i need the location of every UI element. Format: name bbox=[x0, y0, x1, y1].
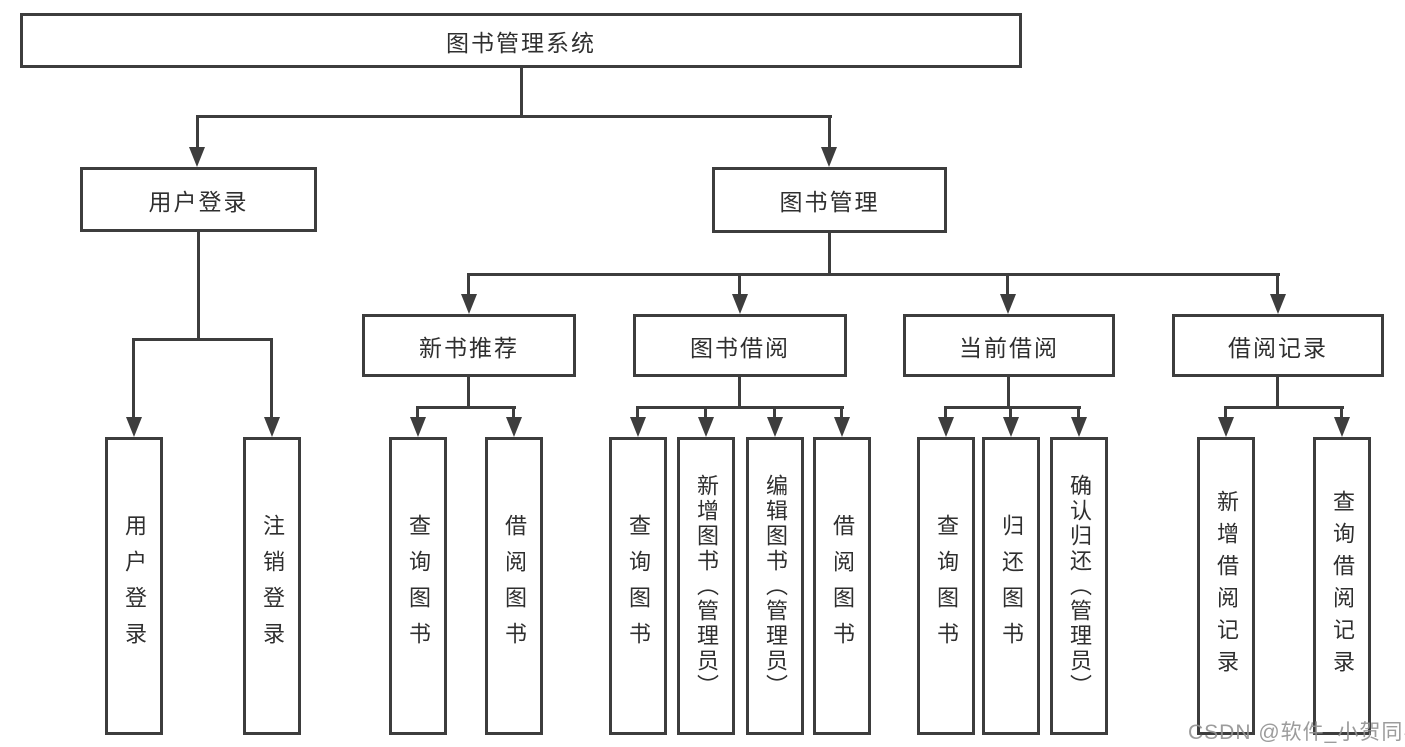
connector-line bbox=[467, 273, 1280, 276]
leaf-confirm-return-admin: 确认归还（管理员） bbox=[1050, 437, 1108, 735]
node-label: 图书借阅 bbox=[690, 334, 790, 361]
connector-line bbox=[840, 406, 843, 420]
connector-line bbox=[944, 406, 1081, 409]
node-book-borrowing: 图书借阅 bbox=[633, 314, 847, 377]
leaf-label: 确认归还（管理员） bbox=[1067, 473, 1092, 699]
leaf-label: 编辑图书（管理员） bbox=[763, 473, 788, 699]
leaf-edit-books-admin: 编辑图书（管理员） bbox=[746, 437, 804, 735]
connector-line bbox=[704, 406, 707, 420]
leaf-borrow-books-recommend: 借阅图书 bbox=[485, 437, 543, 735]
leaf-query-books-recommend: 查询图书 bbox=[389, 437, 447, 735]
connector-line bbox=[1007, 377, 1010, 406]
arrow-down-icon bbox=[461, 294, 477, 314]
node-label: 新书推荐 bbox=[419, 334, 519, 361]
node-book-management: 图书管理 bbox=[712, 167, 947, 233]
leaf-borrow-books: 借阅图书 bbox=[813, 437, 871, 735]
connector-line bbox=[1340, 406, 1343, 420]
arrow-down-icon bbox=[264, 417, 280, 437]
leaf-return-books: 归还图书 bbox=[982, 437, 1040, 735]
node-library-system: 图书管理系统 bbox=[20, 13, 1022, 68]
connector-line bbox=[738, 273, 741, 296]
leaf-logout: 注销登录 bbox=[243, 437, 301, 735]
arrow-down-icon bbox=[938, 417, 954, 437]
node-new-book-recommendation: 新书推荐 bbox=[362, 314, 576, 377]
arrow-down-icon bbox=[506, 417, 522, 437]
connector-line bbox=[1009, 406, 1012, 420]
node-label: 当前借阅 bbox=[959, 334, 1059, 361]
leaf-label: 注销登录 bbox=[260, 514, 285, 658]
csdn-watermark: CSDN @软件_小贺同学 bbox=[1188, 721, 1405, 744]
connector-line bbox=[1224, 406, 1227, 420]
leaf-label: 归还图书 bbox=[999, 514, 1024, 658]
node-borrowing-records: 借阅记录 bbox=[1172, 314, 1384, 377]
arrow-down-icon bbox=[189, 147, 205, 167]
leaf-query-borrow-record: 查询借阅记录 bbox=[1313, 437, 1371, 735]
node-label: 图书管理 bbox=[779, 189, 880, 215]
connector-line bbox=[1224, 406, 1344, 409]
connector-line bbox=[512, 406, 515, 420]
connector-line bbox=[467, 377, 470, 406]
connector-line bbox=[196, 115, 199, 150]
connector-line bbox=[1276, 377, 1279, 406]
connector-line bbox=[636, 406, 844, 409]
node-label: 借阅记录 bbox=[1228, 334, 1328, 361]
leaf-label: 新增图书（管理员） bbox=[694, 473, 719, 699]
arrow-down-icon bbox=[834, 417, 850, 437]
arrow-down-icon bbox=[630, 417, 646, 437]
arrow-down-icon bbox=[410, 417, 426, 437]
connector-line bbox=[1006, 273, 1009, 296]
node-current-borrowing: 当前借阅 bbox=[903, 314, 1115, 377]
connector-line bbox=[416, 406, 419, 420]
leaf-add-books-admin: 新增图书（管理员） bbox=[677, 437, 735, 735]
connector-line bbox=[467, 273, 470, 296]
connector-line bbox=[773, 406, 776, 420]
arrow-down-icon bbox=[1334, 417, 1350, 437]
connector-line bbox=[828, 233, 831, 273]
arrow-down-icon bbox=[1218, 417, 1234, 437]
leaf-label: 借阅图书 bbox=[502, 514, 527, 658]
connector-line bbox=[738, 377, 741, 406]
arrow-down-icon bbox=[126, 417, 142, 437]
arrow-down-icon bbox=[1003, 417, 1019, 437]
arrow-down-icon bbox=[767, 417, 783, 437]
arrow-down-icon bbox=[1000, 294, 1016, 314]
leaf-label: 查询图书 bbox=[934, 514, 959, 658]
arrow-down-icon bbox=[732, 294, 748, 314]
connector-line bbox=[416, 406, 516, 409]
leaf-query-books-current: 查询图书 bbox=[917, 437, 975, 735]
leaf-query-books-borrow: 查询图书 bbox=[609, 437, 667, 735]
node-label: 图书管理系统 bbox=[446, 29, 596, 56]
leaf-user-login: 用户登录 bbox=[105, 437, 163, 735]
leaf-label: 新增借阅记录 bbox=[1214, 490, 1239, 682]
connector-line bbox=[636, 406, 639, 420]
arrow-down-icon bbox=[1270, 294, 1286, 314]
arrow-down-icon bbox=[821, 147, 837, 167]
leaf-label: 借阅图书 bbox=[830, 514, 855, 658]
connector-line bbox=[196, 115, 832, 118]
connector-line bbox=[270, 338, 273, 419]
connector-line bbox=[197, 232, 200, 338]
leaf-label: 查询图书 bbox=[406, 514, 431, 658]
node-label: 用户登录 bbox=[148, 188, 249, 215]
arrow-down-icon bbox=[698, 417, 714, 437]
connector-line bbox=[1276, 273, 1279, 296]
connector-line bbox=[1077, 406, 1080, 420]
connector-line bbox=[132, 338, 273, 341]
leaf-label: 用户登录 bbox=[122, 514, 147, 658]
connector-line bbox=[828, 115, 831, 150]
leaf-add-borrow-record: 新增借阅记录 bbox=[1197, 437, 1255, 735]
leaf-label: 查询借阅记录 bbox=[1330, 490, 1355, 682]
node-user-login: 用户登录 bbox=[80, 167, 317, 232]
connector-line bbox=[944, 406, 947, 420]
arrow-down-icon bbox=[1071, 417, 1087, 437]
connector-line bbox=[520, 68, 523, 115]
connector-line bbox=[132, 338, 135, 419]
leaf-label: 查询图书 bbox=[626, 514, 651, 658]
